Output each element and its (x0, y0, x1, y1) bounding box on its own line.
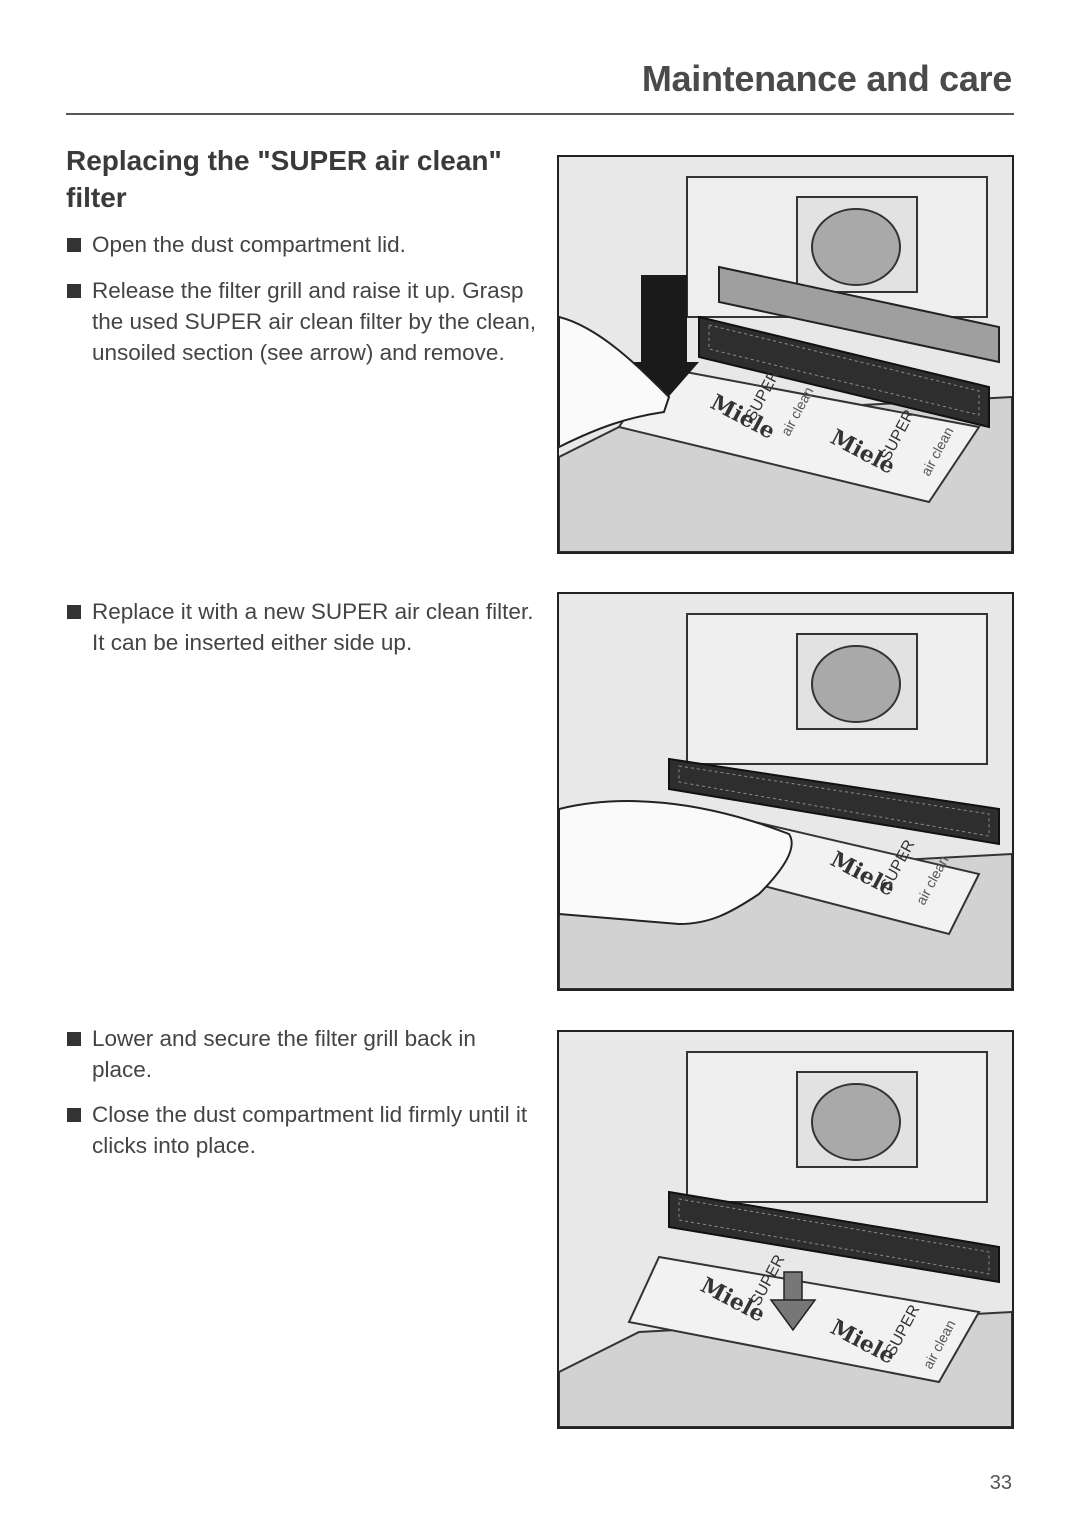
down-arrow-icon (629, 275, 699, 402)
bullet-icon (67, 238, 81, 252)
instruction-step-5: Close the dust compartment lid firmly un… (66, 1099, 536, 1161)
illustration-secure-grill: Miele SUPER Miele SUPER air clean (557, 1030, 1014, 1429)
chapter-title: Maintenance and care (641, 58, 1012, 99)
instruction-step-2: Release the filter grill and raise it up… (66, 275, 536, 368)
illustration-remove-filter: Miele SUPER air clean Miele SUPER air cl… (557, 155, 1014, 554)
header-divider (66, 113, 1014, 115)
hand-illustration (559, 315, 671, 449)
bullet-icon (67, 1032, 81, 1046)
bullet-icon (67, 1108, 81, 1122)
bullet-icon (67, 284, 81, 298)
hand-illustration (559, 800, 793, 926)
illustration-insert-filter: Miele SUPER air clean (557, 592, 1014, 991)
section-title: Replacing the "SUPER air clean" filter (66, 145, 502, 213)
instruction-step-3: Replace it with a new SUPER air clean fi… (66, 596, 536, 658)
page-number: 33 (989, 1472, 1012, 1494)
bullet-icon (67, 605, 81, 619)
instruction-step-4: Lower and secure the filter grill back i… (66, 1023, 536, 1085)
instruction-step-1: Open the dust compartment lid. (66, 229, 536, 260)
down-arrow-icon (769, 1271, 817, 1332)
